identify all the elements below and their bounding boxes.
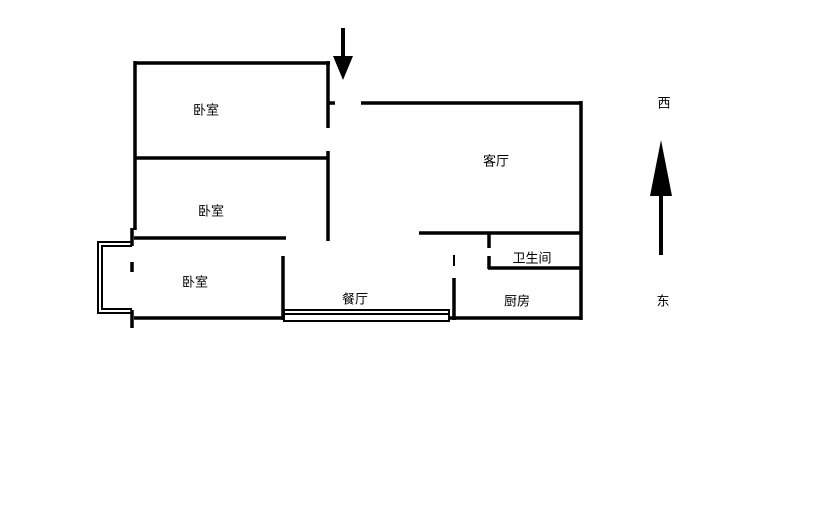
walls: [130, 61, 583, 328]
room-label-bathroom: 卫生间: [512, 251, 552, 267]
bay-window: [97, 241, 132, 314]
room-label-bedroom-3: 卧室: [181, 275, 209, 291]
room-label-living-room: 客厅: [482, 154, 510, 170]
compass-label-bottom: 东: [656, 294, 670, 310]
compass-label-top: 西: [657, 96, 671, 112]
room-label-bedroom-2: 卧室: [197, 204, 225, 220]
room-label-bedroom-1: 卧室: [192, 103, 220, 119]
room-label-kitchen: 厨房: [503, 294, 531, 310]
compass-arrow-icon: [650, 140, 672, 255]
room-label-dining-room: 餐厅: [341, 292, 369, 308]
entrance-arrow-icon: [333, 28, 353, 80]
dining-window: [283, 309, 450, 322]
